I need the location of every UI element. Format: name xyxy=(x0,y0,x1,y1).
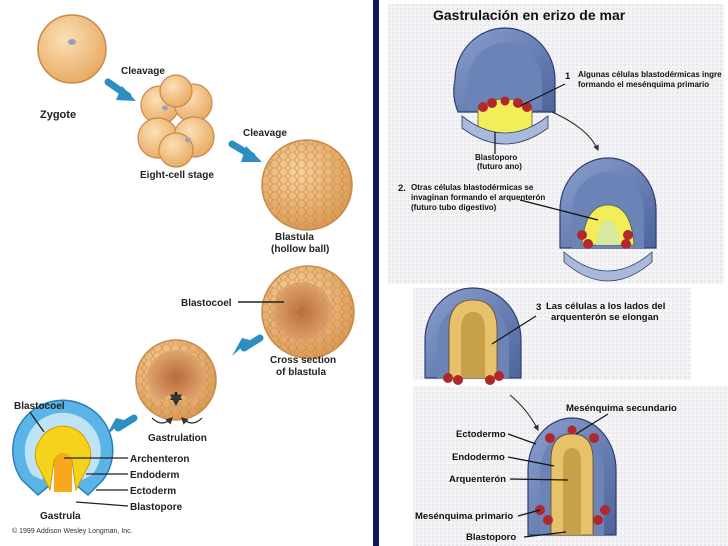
blastula-cross-section xyxy=(262,266,354,358)
urchin-embryo-1 xyxy=(454,28,555,144)
right-panel: Gastrulación en erizo de mar 1 Algunas c… xyxy=(388,4,728,546)
label-eight-cell: Eight-cell stage xyxy=(140,170,214,181)
urchin-embryo-3 xyxy=(425,288,521,385)
label-ectodermo: Ectodermo xyxy=(456,429,506,440)
blastula-ball xyxy=(262,140,352,230)
label-hollow-ball: (hollow ball) xyxy=(271,244,329,255)
label-arquenteron: Arquenterón xyxy=(449,474,506,485)
label-zygote: Zygote xyxy=(40,109,76,121)
label-mesenquima-primario: Mesénquima primario xyxy=(415,511,513,522)
page-title: Gastrulación en erizo de mar xyxy=(433,7,626,23)
leader-line xyxy=(76,502,128,506)
step-2-line-1: Otras células blastodérmicas se xyxy=(411,183,534,192)
label-blastocoel-1: Blastocoel xyxy=(181,298,232,309)
step-2-number: 2. xyxy=(398,183,406,194)
arrow-icon xyxy=(232,338,260,356)
label-blastocoel-2: Blastocoel xyxy=(14,401,65,412)
label-cross-section: Cross section xyxy=(270,355,336,366)
step-3-number: 3 xyxy=(536,302,541,313)
gastrulation-embryo xyxy=(136,340,216,423)
label-ectoderm: Ectoderm xyxy=(130,486,176,497)
label-blastoporo-final: Blastoporo xyxy=(466,532,516,543)
label-gastrula: Gastrula xyxy=(40,511,81,522)
step-1-line-2: formando el mesénquima primario xyxy=(578,80,709,89)
panel-divider xyxy=(373,0,379,546)
step-1-line-1: Algunas células blastodérmicas ingre xyxy=(578,70,722,79)
left-panel: Zygote Cleavage Eight-cell stage Cleavag… xyxy=(12,15,354,535)
label-endoderm: Endoderm xyxy=(130,470,180,481)
step-1-number: 1 xyxy=(565,71,571,82)
label-cleavage-2: Cleavage xyxy=(243,128,287,139)
arrow-icon xyxy=(232,144,262,162)
label-mesenquima-secundario: Mesénquima secundario xyxy=(566,403,677,414)
arrow-icon xyxy=(108,82,136,101)
blastoporo-label-1: Blastoporo xyxy=(475,153,517,162)
step-3-line-2: arquenterón se elongan xyxy=(551,312,659,323)
label-gastrulation: Gastrulation xyxy=(148,433,207,444)
label-blastula: Blastula xyxy=(275,232,314,243)
label-endodermo: Endodermo xyxy=(452,452,505,463)
step-3-line-1: Las células a los lados del xyxy=(546,301,665,312)
gastrula-embryo xyxy=(13,400,113,495)
label-of-blastula: of blastula xyxy=(276,367,326,378)
copyright-text: © 1999 Addison Wesley Longman, Inc. xyxy=(12,527,133,535)
step-2-line-2: invaginan formando el arquenterón xyxy=(411,193,545,202)
label-blastopore: Blastopore xyxy=(130,502,183,513)
label-archenteron: Archenteron xyxy=(130,454,189,465)
step-2-line-3: (futuro tubo digestivo) xyxy=(411,203,497,212)
eight-cell-embryo xyxy=(138,75,214,167)
blastoporo-label-2: (futuro ano) xyxy=(477,162,522,171)
label-cleavage-1: Cleavage xyxy=(121,66,165,77)
zygote-cell xyxy=(38,15,106,83)
urchin-embryo-4 xyxy=(528,418,616,535)
